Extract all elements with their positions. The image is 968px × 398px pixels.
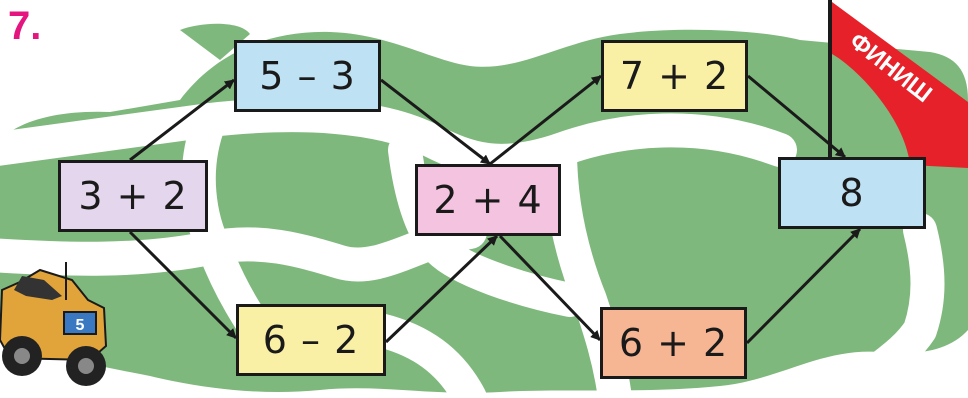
finish-answer-box: 8 (778, 157, 926, 229)
arrow-top-to-middle (380, 78, 491, 166)
toy-jeep: 5 (0, 262, 108, 386)
car-number: 5 (76, 317, 85, 334)
expression-box-bottom-right: 6 + 2 (600, 307, 747, 379)
arrow-start-to-bottom (128, 230, 238, 340)
expression-box-top-right: 7 + 2 (601, 40, 748, 112)
expression-box-bottom-left: 6 – 2 (236, 304, 386, 376)
flag-cloth (832, 2, 968, 168)
arrows (128, 74, 862, 345)
arrow-bottom-to-middle (384, 234, 499, 344)
expression-box-start: 3 + 2 (58, 160, 208, 232)
arrow-middle-to-bottom-right (498, 234, 602, 342)
arrow-middle-to-top-right (489, 74, 602, 166)
task-number: 7. (8, 4, 42, 48)
expression-box-middle: 2 + 4 (415, 164, 561, 236)
arrow-start-to-top (129, 78, 235, 162)
arrow-bottom-right-to-finish (745, 227, 862, 345)
arrow-top-right-to-finish (747, 74, 846, 159)
expression-box-top-left: 5 – 3 (234, 40, 381, 112)
